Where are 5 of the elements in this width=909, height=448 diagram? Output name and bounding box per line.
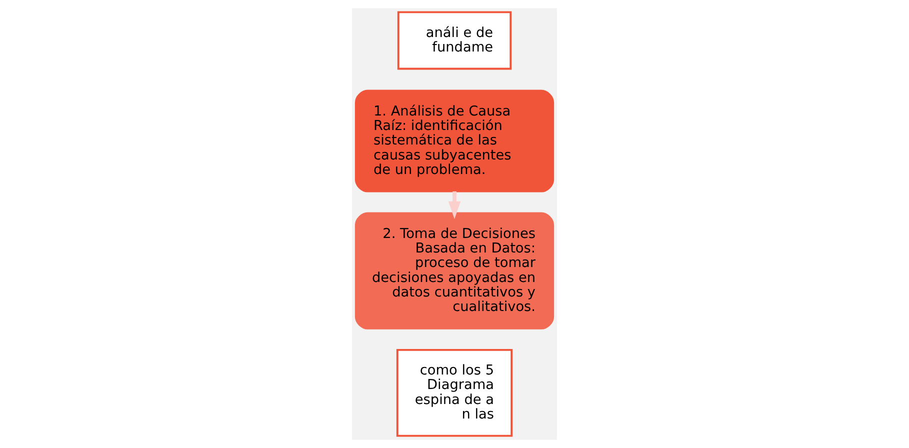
arrow xyxy=(448,191,461,219)
node-box: 1. Análisis de Causa Raíz: identificación sistemática de las causas subyacentes de un problema. xyxy=(354,90,554,192)
node-box: 2. Toma de Decisiones Basada en Datos: proceso de tomar decisiones apoyadas en datos cuantitativos y cualitativos. xyxy=(354,212,554,330)
node-box: análi e de fundame xyxy=(397,11,512,70)
node-box: como los 5 Diagrama espina de a n las xyxy=(396,348,513,437)
